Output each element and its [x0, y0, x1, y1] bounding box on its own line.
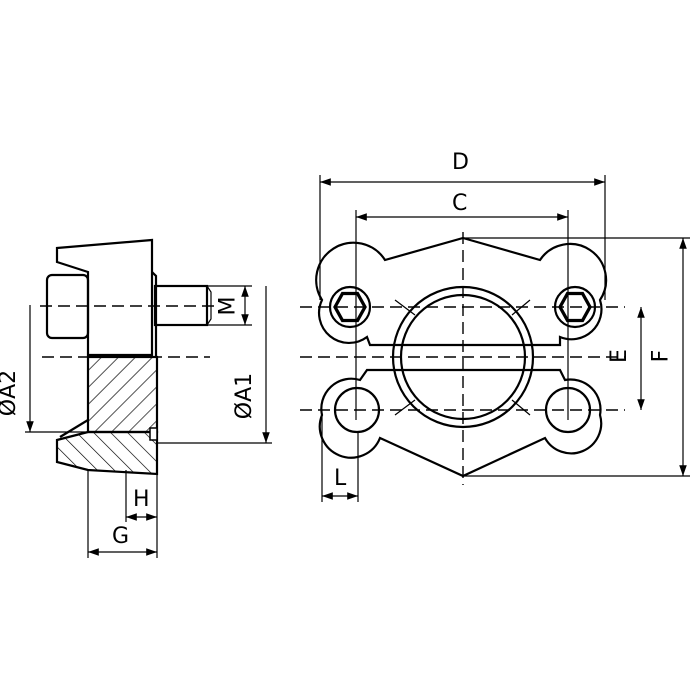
dim-label-g: G — [112, 524, 130, 549]
dim-label-m: M — [215, 296, 241, 316]
dim-label-a1: ØA1 — [232, 372, 258, 420]
dim-label-d: D — [452, 150, 469, 175]
dim-label-e: E — [606, 349, 632, 363]
bolt-stud — [153, 284, 209, 327]
front-view — [300, 175, 690, 502]
side-view — [25, 238, 272, 558]
upper-clamp — [315, 236, 608, 347]
flange-section — [55, 430, 159, 476]
dim-label-a2: ØA2 — [0, 369, 22, 417]
dim-label-l: L — [334, 466, 347, 491]
dim-label-c: C — [452, 191, 468, 216]
dim-label-h: H — [133, 487, 150, 512]
lower-clamp — [318, 368, 603, 478]
hatched-section — [86, 355, 159, 434]
dim-label-f: F — [648, 349, 674, 363]
